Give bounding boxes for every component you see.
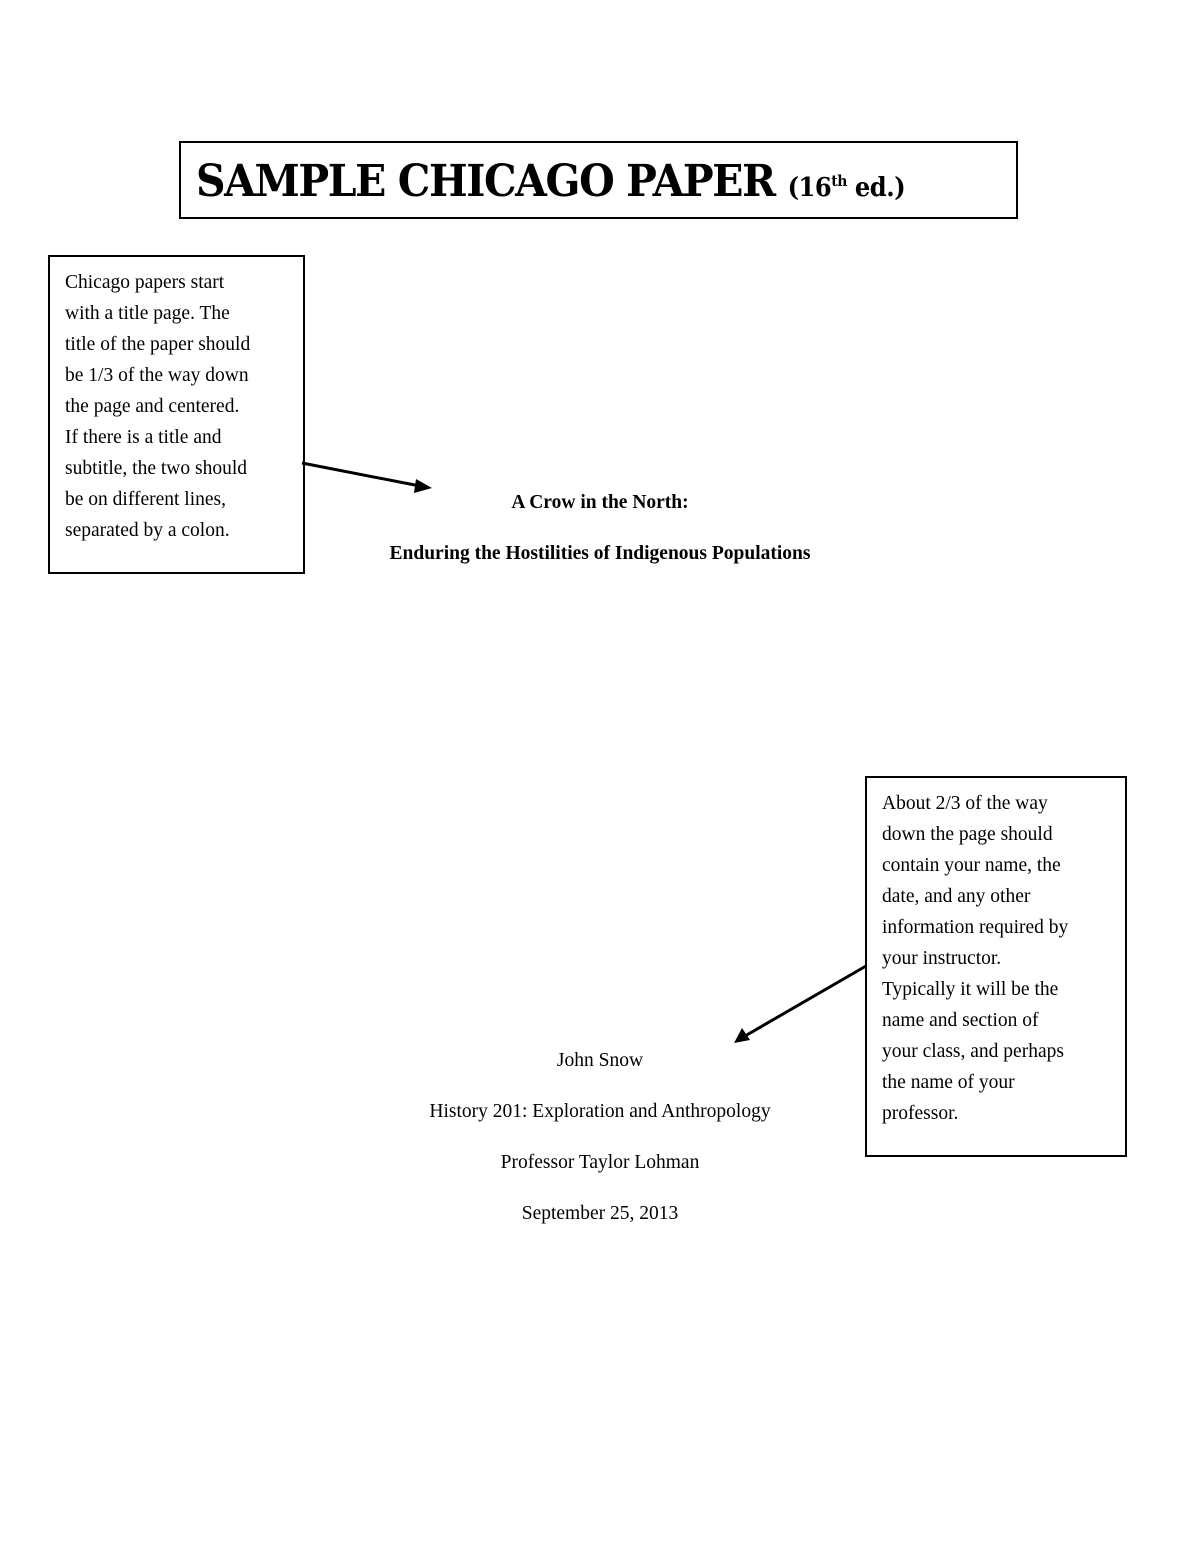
note-line: If there is a title and [65, 427, 222, 448]
note-line: the page and centered. [65, 396, 240, 417]
note-line: the name of your [882, 1072, 1015, 1093]
note-line: Chicago papers start [65, 272, 225, 293]
note-line: your instructor. [882, 948, 1002, 969]
course-name: History 201: Exploration and Anthropolog… [429, 1101, 771, 1122]
note-line: with a title page. The [65, 303, 230, 324]
paper-subtitle: Enduring the Hostilities of Indigenous P… [389, 543, 811, 564]
note-line: information required by [882, 917, 1069, 938]
note-line: date, and any other [882, 886, 1031, 907]
edition-label: (16th ed.) [787, 172, 906, 203]
arrow-icon [301, 461, 432, 493]
document-title-box: SAMPLE CHICAGO PAPER (16th ed.) [179, 141, 1018, 219]
note-line: professor. [882, 1103, 959, 1124]
note-line: About 2/3 of the way [882, 793, 1048, 814]
title-placement-note: Chicago papers start with a title page. … [48, 255, 305, 574]
note-line: be 1/3 of the way down [65, 365, 249, 386]
note-line: separated by a colon. [65, 520, 230, 541]
note-line: contain your name, the [882, 855, 1061, 876]
paper-date: September 25, 2013 [521, 1203, 679, 1224]
document-title: SAMPLE CHICAGO PAPER (16th ed.) [196, 155, 906, 214]
note-line: name and section of [882, 1010, 1039, 1031]
author-name: John Snow [556, 1050, 644, 1071]
author-info-note: About 2/3 of the way down the page shoul… [865, 776, 1127, 1157]
note-line: title of the paper should [65, 334, 251, 355]
professor-name: Professor Taylor Lohman [500, 1152, 700, 1173]
note-line: down the page should [882, 824, 1053, 845]
note-line: your class, and perhaps [882, 1041, 1064, 1062]
note-line: Typically it will be the [882, 979, 1059, 1000]
note-line: be on different lines, [65, 489, 227, 510]
arrow-icon [734, 964, 867, 1043]
document-title-main: SAMPLE CHICAGO PAPER [196, 156, 776, 207]
note-line: subtitle, the two should [65, 458, 247, 479]
paper-title: A Crow in the North: [511, 492, 689, 513]
